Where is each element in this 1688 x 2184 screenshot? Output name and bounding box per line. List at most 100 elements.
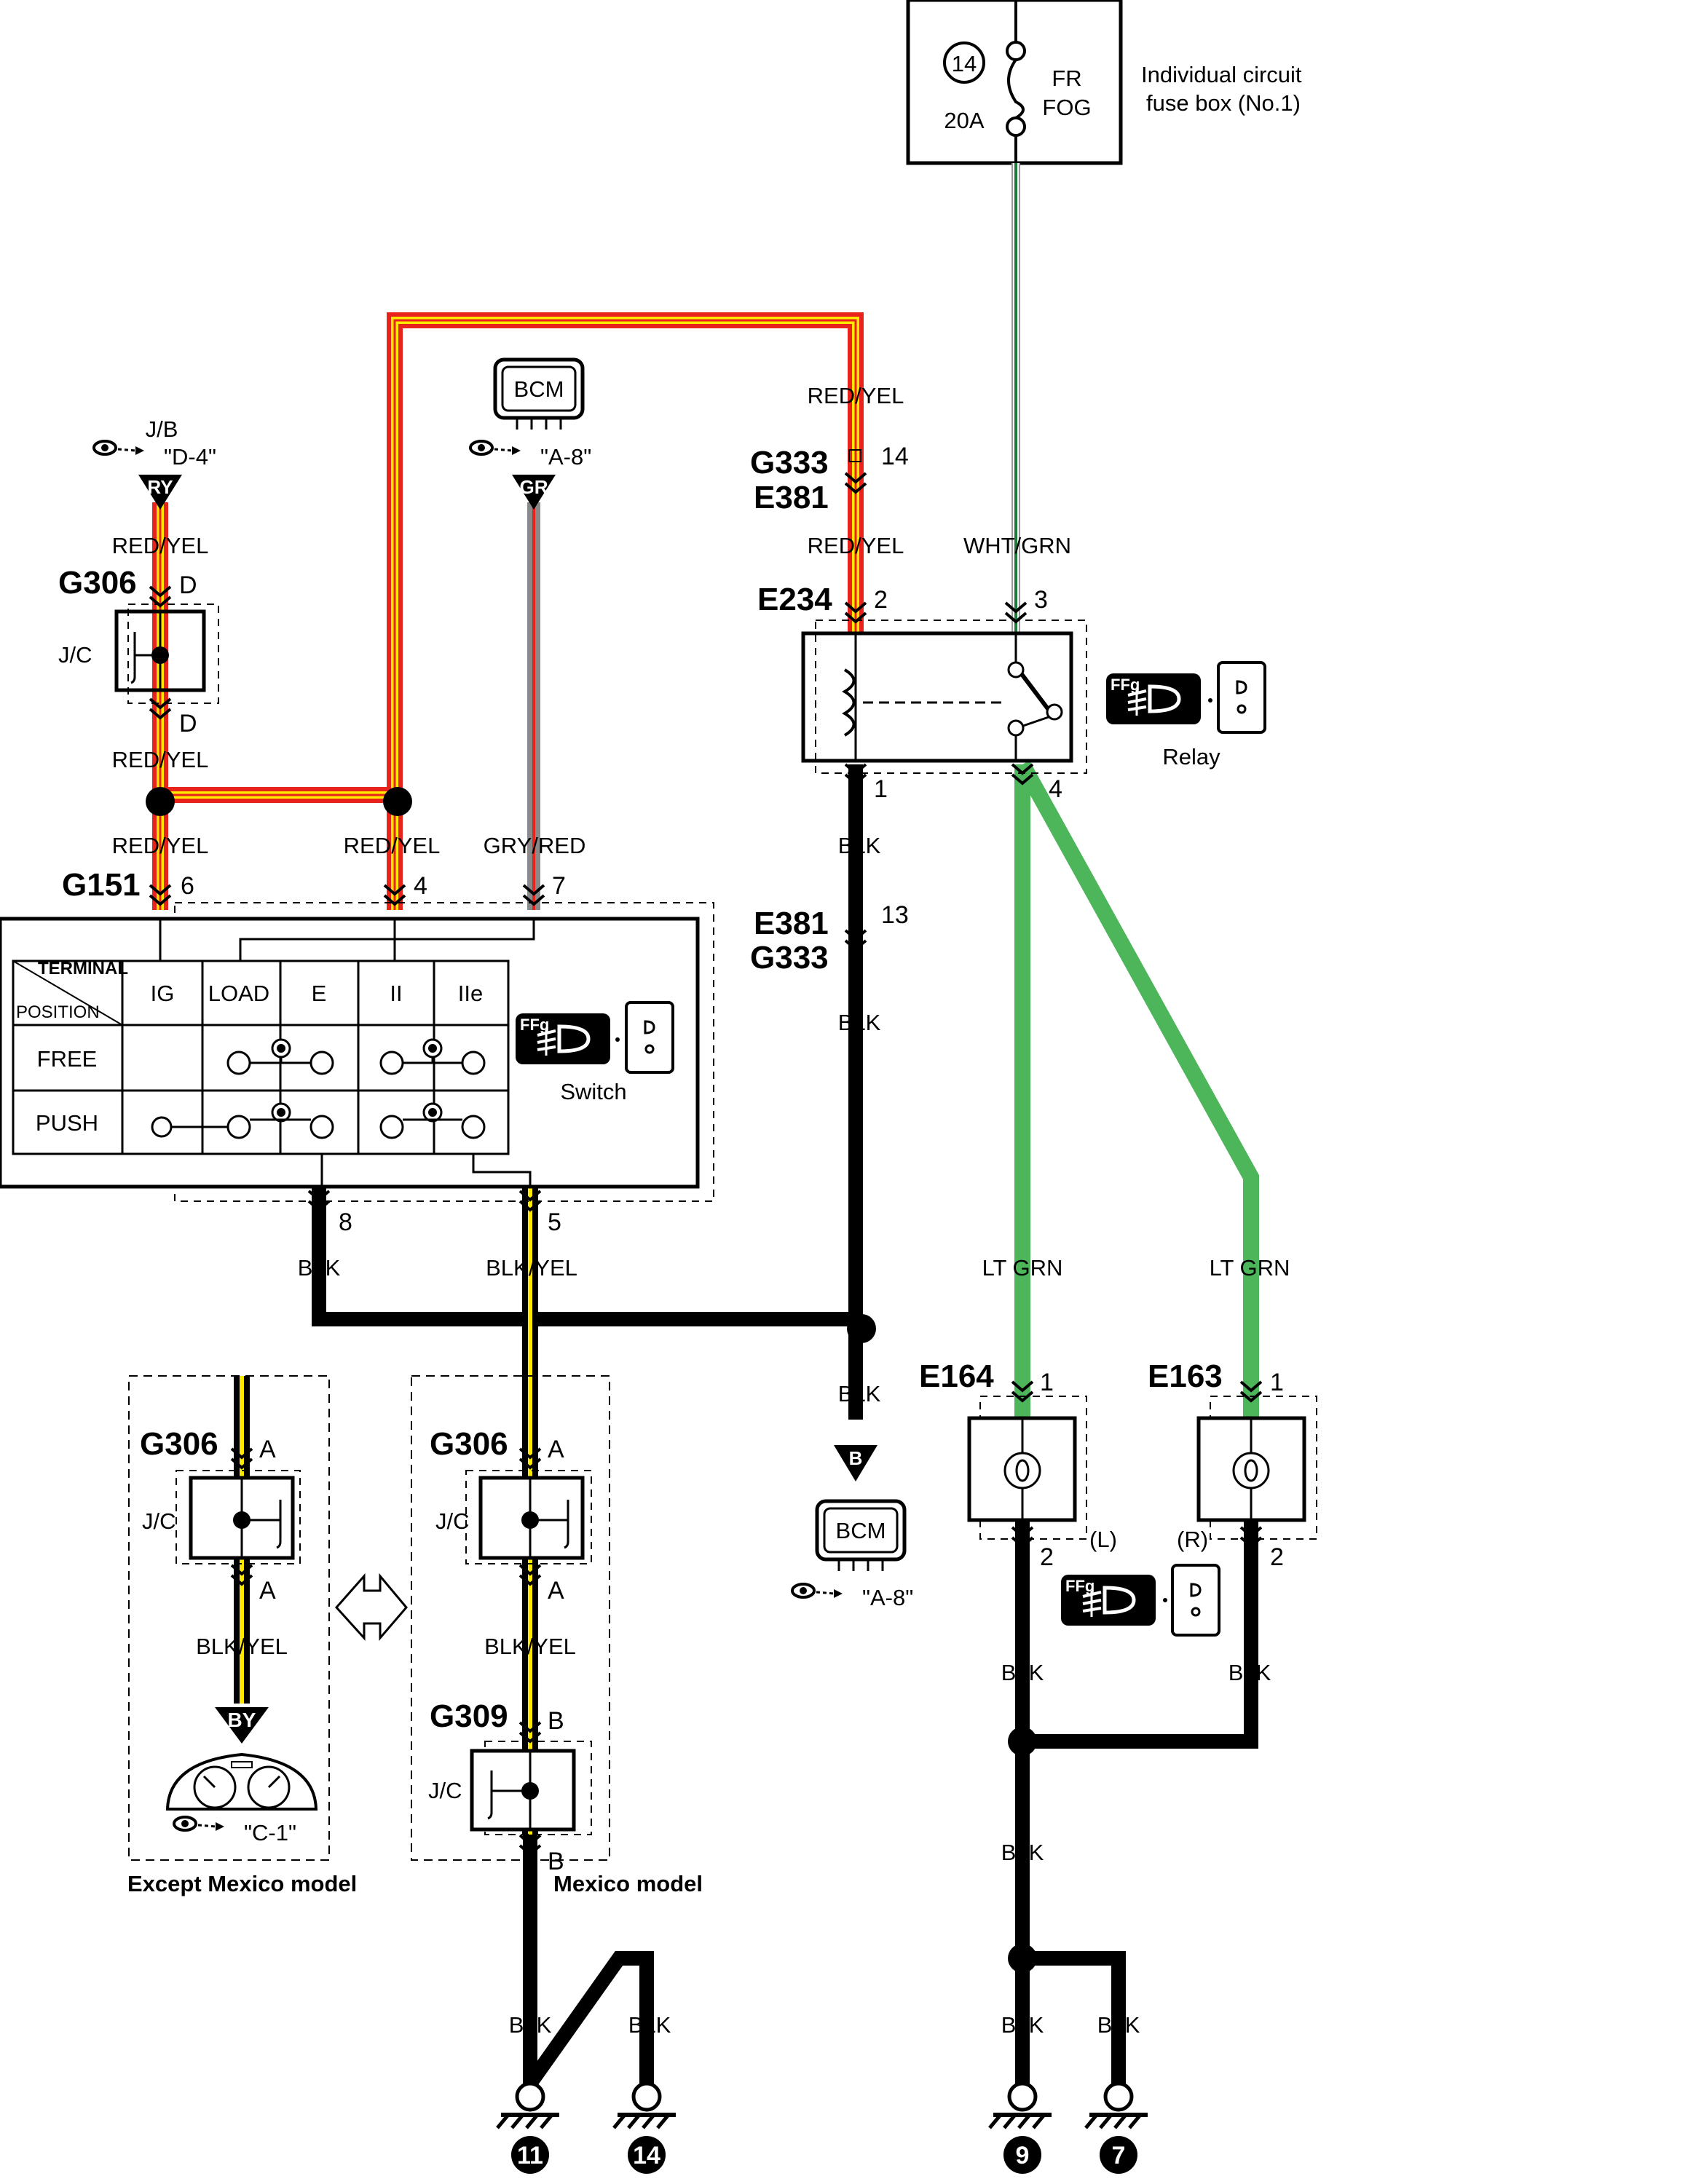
wire-blk-mexico-ground: [523, 1835, 654, 2088]
relay-box: [801, 620, 1087, 774]
jc-label-mexico: J/C: [435, 1508, 470, 1534]
jc-g306-mexico: [465, 1470, 592, 1564]
connector-g333-lower: G333: [750, 940, 829, 976]
pin-1-relay: 1: [874, 775, 888, 803]
ground-7: 7: [1086, 2081, 1148, 2174]
jc-g306-top: [114, 604, 219, 704]
table-corner-position: POSITION: [16, 1002, 100, 1022]
table-header-e: E: [312, 981, 327, 1006]
pin-3: 3: [1034, 586, 1048, 614]
pin-b-bottom: B: [548, 1848, 564, 1875]
svg-text:RY: RY: [147, 476, 173, 498]
pin-14: 14: [881, 443, 909, 470]
pin-7: 7: [552, 872, 566, 900]
wire-label-blk-relay-3: BLK: [838, 1381, 881, 1406]
meter-terminal-marker: BY: [215, 1707, 269, 1744]
fuse-rating: 20A: [944, 108, 984, 133]
bcm-ref: "A-8": [540, 444, 591, 470]
alternative-arrow: [334, 1572, 408, 1642]
wire-label-blk-g14: BLK: [628, 2012, 671, 2038]
fuse-symbol: [1006, 0, 1026, 163]
wire-label-blk-g9: BLK: [1001, 2012, 1044, 2038]
fog-lamp-left: [967, 1396, 1087, 1540]
jc-label-g309: J/C: [428, 1778, 462, 1803]
bcm-icon: BCM: [493, 357, 585, 430]
pin-b-top: B: [548, 1707, 564, 1735]
ground-14: 14: [614, 2081, 676, 2174]
pin-4-relay: 4: [1049, 775, 1062, 803]
table-row-push: PUSH: [36, 1110, 98, 1136]
wire-blk-bus: [312, 1187, 856, 1326]
wire-label-blk-lamp-r: BLK: [1228, 1660, 1271, 1685]
connector-e381-upper: E381: [754, 480, 829, 515]
icon-badge-switch: FFg: [520, 1016, 549, 1034]
jc-g306-except: [175, 1470, 301, 1564]
pin-13: 13: [881, 901, 909, 929]
table-row-free: FREE: [37, 1046, 98, 1072]
section-except-mexico: Except Mexico model: [127, 1871, 357, 1896]
connector-e164: E164: [919, 1358, 994, 1394]
fuse-box-label-2: fuse box (No.1): [1146, 90, 1301, 116]
connector-e234: E234: [757, 582, 832, 617]
pin-a-mexico-bottom: A: [548, 1577, 564, 1605]
connector-g306-mexico: G306: [430, 1426, 508, 1462]
jb-ref: "D-4": [164, 444, 216, 470]
table-header-ig: IG: [151, 981, 175, 1006]
connector-e163: E163: [1148, 1358, 1223, 1394]
fuse-name-2: FOG: [1042, 95, 1091, 120]
except-mexico-box: [128, 1375, 330, 1861]
pin-d-bottom: D: [179, 710, 197, 737]
svg-text:B: B: [849, 1447, 863, 1469]
wire-label-blk-relay-1: BLK: [838, 833, 881, 858]
wire-label-blk-lamp-l: BLK: [1001, 1660, 1044, 1685]
pin-1-e164: 1: [1040, 1369, 1054, 1396]
wire-red-yel-main: [160, 312, 864, 803]
junction-dot: [383, 787, 412, 816]
svg-text:11: 11: [517, 2142, 543, 2169]
svg-text:14: 14: [633, 2142, 660, 2169]
pin-2-e164: 2: [1040, 1543, 1054, 1571]
connector-g306-except: G306: [140, 1426, 218, 1462]
wire-label-blk-lamp-mid: BLK: [1001, 1840, 1044, 1865]
table-corner-terminal: TERMINAL: [38, 959, 128, 978]
wire-label-red-yel-6: RED/YEL: [808, 533, 904, 558]
bcm-terminal-marker-bottom: B: [834, 1445, 877, 1481]
wire-label-red-yel-1: RED/YEL: [112, 533, 209, 558]
jb-terminal-marker: RY: [138, 475, 182, 510]
wire-label-red-yel-3: RED/YEL: [112, 833, 209, 858]
connector-g306-top: G306: [58, 565, 137, 601]
connector-g333-upper: G333: [750, 445, 829, 480]
svg-text:BY: BY: [228, 1709, 256, 1731]
wire-lt-grn: [1014, 760, 1259, 1420]
junction-dot: [146, 787, 175, 816]
pin-2: 2: [874, 586, 888, 614]
pin-6: 6: [181, 872, 194, 900]
wire-label-wht-grn: WHT/GRN: [963, 533, 1071, 558]
connector-e381-lower: E381: [754, 906, 829, 941]
wire-label-blk-8: BLK: [298, 1255, 341, 1281]
jc-g309: [470, 1741, 592, 1835]
lamp-left-tag: (L): [1089, 1527, 1117, 1552]
wire-label-lt-grn-r: LT GRN: [1210, 1255, 1290, 1281]
pin-8: 8: [339, 1208, 352, 1236]
connector-g151: G151: [62, 867, 141, 903]
svg-text:BCM: BCM: [836, 1518, 886, 1543]
pin-2-e163: 2: [1270, 1543, 1284, 1571]
icon-badge-lamp: FFg: [1065, 1577, 1095, 1595]
wire-label-blk-g11: BLK: [509, 2012, 552, 2038]
icon-badge-relay: FFg: [1111, 676, 1140, 694]
pin-5: 5: [548, 1208, 561, 1236]
fog-lamp-right: [1196, 1396, 1317, 1540]
svg-text:7: 7: [1112, 2142, 1126, 2169]
pin-a-mexico-top: A: [548, 1436, 564, 1463]
switch-button-icon: [1217, 661, 1266, 734]
lamp-right-tag: (R): [1177, 1527, 1208, 1552]
connector-g309: G309: [430, 1698, 508, 1734]
table-header-iie: IIe: [458, 981, 483, 1006]
fuse-name-1: FR: [1052, 66, 1081, 91]
junction-dot: [1008, 1944, 1037, 1973]
bcm-ref-bottom: "A-8": [862, 1585, 913, 1610]
pin-a-except-top: A: [259, 1436, 276, 1463]
mexico-box: [411, 1375, 610, 1861]
